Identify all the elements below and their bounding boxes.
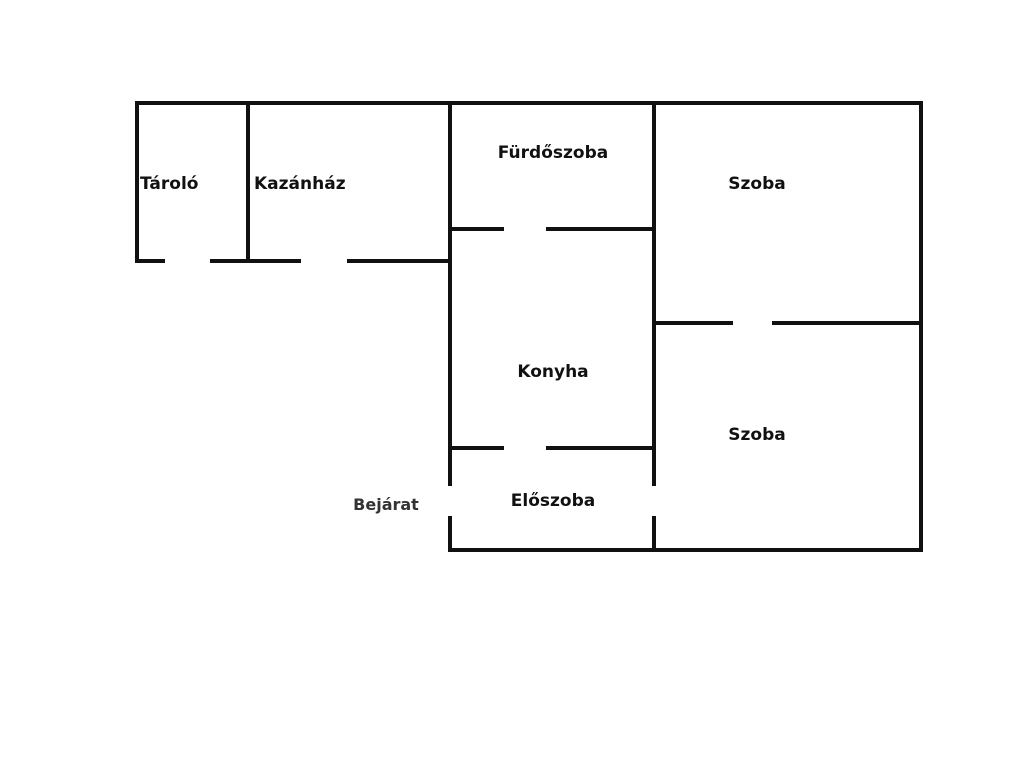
room-label-storage: Tároló [140, 174, 198, 194]
walls [135, 101, 923, 552]
room-label-room-top: Szoba [728, 174, 785, 194]
room-label-boiler-room: Kazánház [254, 174, 346, 194]
room-label-kitchen: Konyha [517, 362, 588, 382]
room-labels: Tároló Kazánház Fürdőszoba Szoba Konyha … [140, 143, 786, 514]
room-label-bathroom: Fürdőszoba [498, 143, 608, 163]
entrance-label: Bejárat [353, 495, 419, 514]
room-label-room-bottom: Szoba [728, 425, 785, 445]
room-label-hallway: Előszoba [511, 491, 595, 511]
